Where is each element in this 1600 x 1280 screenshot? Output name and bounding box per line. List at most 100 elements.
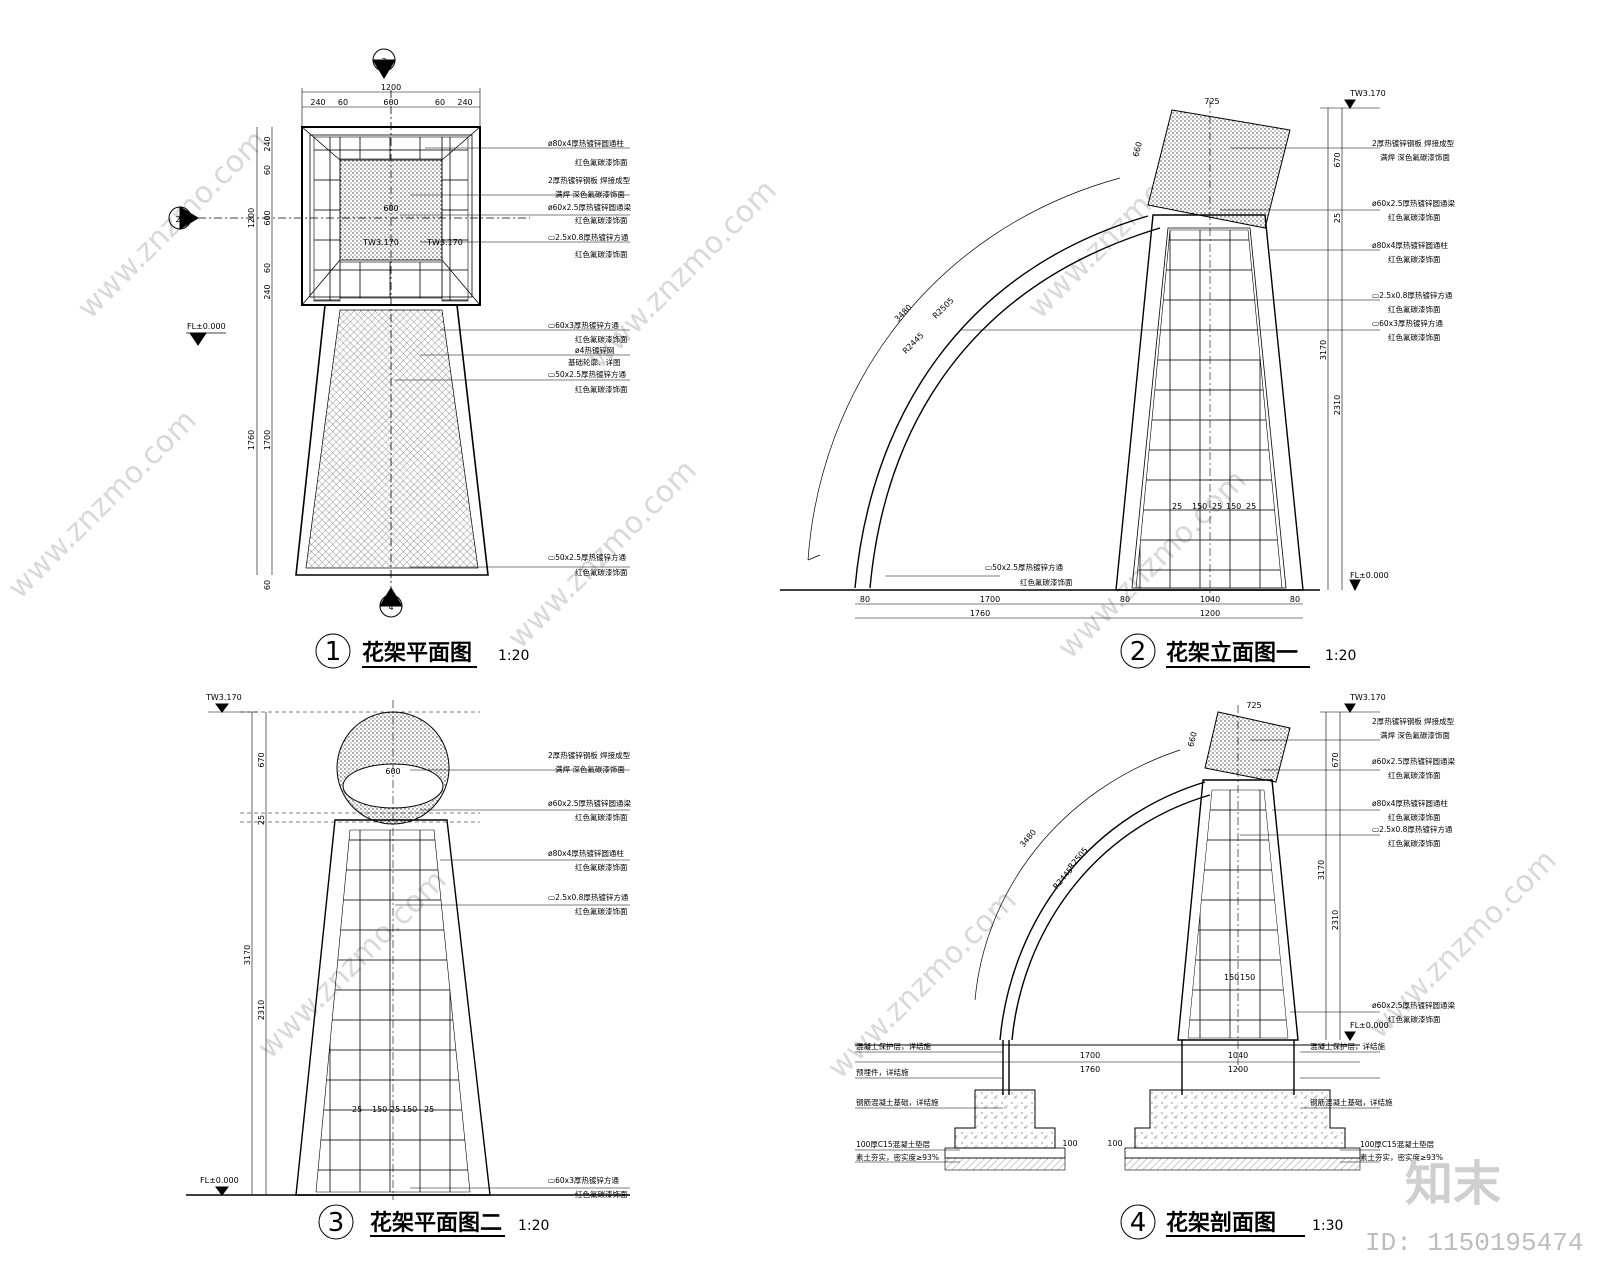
callout: ▭2.5x0.8厚热镀锌方通 bbox=[1372, 824, 1453, 834]
dim: 60 bbox=[263, 580, 272, 590]
dim: 725 bbox=[1204, 97, 1219, 106]
callout: ▭2.5x0.8厚热镀锌方通 bbox=[548, 892, 629, 902]
view-scale: 1:20 bbox=[498, 648, 529, 664]
callout: 素土夯实，密实度≥93% bbox=[856, 1152, 939, 1162]
callout: 红色氟碳漆饰面 bbox=[1388, 812, 1441, 822]
view-section-4 bbox=[855, 703, 1380, 1171]
callout: ▭60x3厚热镀锌方通 bbox=[548, 1175, 619, 1185]
dim: 3170 bbox=[1319, 340, 1328, 360]
callout: ø80x4厚热镀锌圆通柱 bbox=[1372, 240, 1448, 250]
view-plan-1-text: 3 2 4 1200 240 60 600 60 240 240 60 600 … bbox=[175, 57, 631, 612]
callout: 红色氟碳漆饰面 bbox=[575, 215, 628, 225]
view-number: 3 bbox=[328, 1208, 345, 1238]
view-title-1: 1 花架平面图 1:20 bbox=[315, 633, 529, 669]
callout: 满焊 深色氟碳漆饰面 bbox=[555, 764, 625, 774]
dim: 60 bbox=[263, 263, 272, 273]
callout: ▭2.5x0.8厚热镀锌方通 bbox=[548, 232, 629, 242]
callout: ▭60x3厚热镀锌方通 bbox=[1372, 318, 1443, 328]
dim: 25 bbox=[1212, 502, 1222, 511]
view-plan-3 bbox=[186, 700, 630, 1200]
callout: 满焊 深色氟碳漆饰面 bbox=[1380, 152, 1450, 162]
dim: 600 bbox=[385, 767, 400, 776]
section-marker-top: 3 bbox=[381, 57, 386, 66]
dim: 150 bbox=[1224, 973, 1239, 982]
callout: 红色氟碳漆饰面 bbox=[575, 334, 628, 344]
dim: 3170 bbox=[243, 945, 252, 965]
callout: 满焊 深色氟碳漆饰面 bbox=[1380, 730, 1450, 740]
callout: ø80x4厚热镀锌圆通柱 bbox=[548, 138, 624, 148]
dim: 600 bbox=[383, 98, 398, 107]
callout: ▭60x3厚热镀锌方通 bbox=[548, 320, 619, 330]
dim: 725 bbox=[1246, 701, 1261, 710]
callout: 红色氟碳漆饰面 bbox=[1020, 577, 1073, 587]
callout: ø80x4厚热镀锌圆通柱 bbox=[548, 848, 624, 858]
dim: 1760 bbox=[247, 430, 256, 450]
callout: ▭50x2.5厚热镀锌方通 bbox=[985, 562, 1063, 572]
brand-watermark: 知末 ID: 1150195474 bbox=[1365, 1156, 1583, 1258]
callout: ø60x2.5厚热镀锌圆通梁 bbox=[1372, 198, 1455, 208]
view-plan-3-text: TW3.170 FL±0.000 600 670 25 2310 3170 25… bbox=[200, 693, 631, 1199]
dim: 150 bbox=[1192, 502, 1207, 511]
callout: 红色氟碳漆饰面 bbox=[1388, 838, 1441, 848]
callout: 基础轮廓、详图 bbox=[568, 357, 621, 367]
dim: 25 bbox=[257, 815, 266, 825]
level-mark: TW3.170 bbox=[1349, 693, 1386, 702]
callout: ø4热镀锌网 bbox=[575, 345, 614, 355]
callout: 100厚C15混凝土垫层 bbox=[856, 1139, 931, 1149]
view-elevation-2 bbox=[780, 99, 1380, 619]
dim: 2310 bbox=[1331, 910, 1340, 930]
dim: 25 bbox=[390, 1105, 400, 1114]
dim: 240 bbox=[263, 284, 272, 299]
level-mark: TW3.170 bbox=[1349, 89, 1386, 98]
callout: ▭50x2.5厚热镀锌方通 bbox=[548, 369, 626, 379]
view-number: 2 bbox=[1130, 637, 1147, 667]
level-mark: FL±0.000 bbox=[200, 1176, 239, 1185]
callout: 红色氟碳漆饰面 bbox=[575, 157, 628, 167]
dim: 25 bbox=[352, 1105, 362, 1114]
callout: 红色氟碳漆饰面 bbox=[575, 249, 628, 259]
dim: 100 bbox=[1062, 1139, 1077, 1148]
callout: 红色氟碳漆饰面 bbox=[575, 862, 628, 872]
level-mark: TW3.170 bbox=[362, 238, 399, 247]
dim: 1700 bbox=[1080, 1051, 1100, 1060]
dim: 1700 bbox=[980, 595, 1000, 604]
view-title: 花架平面图 bbox=[362, 640, 472, 666]
dim: 3480 bbox=[1018, 828, 1038, 849]
dim: 670 bbox=[257, 752, 266, 767]
callout: 素土夯实，密实度≥93% bbox=[1360, 1152, 1443, 1162]
dim: 660 bbox=[1131, 141, 1144, 158]
level-mark: TW3.170 bbox=[205, 693, 242, 702]
dim: 80 bbox=[1120, 595, 1130, 604]
dim-total: 1200 bbox=[381, 83, 401, 92]
level-mark: TW3.170 bbox=[426, 238, 463, 247]
dim: 1040 bbox=[1200, 595, 1220, 604]
callout: 钢筋混凝土基础，详结施 bbox=[856, 1097, 939, 1107]
dim: 25 bbox=[424, 1105, 434, 1114]
dim: 1040 bbox=[1228, 1051, 1248, 1060]
section-marker-bottom: 4 bbox=[388, 603, 393, 612]
callout: 100厚C15混凝土垫层 bbox=[1360, 1139, 1435, 1149]
dim: 1200 bbox=[1228, 1065, 1248, 1074]
view-title-3: 3 花架平面图二 1:20 bbox=[318, 1204, 549, 1240]
callout: 红色氟碳漆饰面 bbox=[1388, 254, 1441, 264]
callout: ø80x4厚热镀锌圆通柱 bbox=[1372, 798, 1448, 808]
level-mark: FL±0.000 bbox=[187, 322, 226, 331]
view-plan-1 bbox=[168, 48, 630, 618]
callout: ø60x2.5厚热镀锌圆通梁 bbox=[548, 202, 631, 212]
section-marker-left: 2 bbox=[175, 215, 180, 224]
dim: 240 bbox=[263, 136, 272, 151]
dim: 80 bbox=[1290, 595, 1300, 604]
callout: ø60x2.5厚热镀锌圆通梁 bbox=[1372, 756, 1455, 766]
image-id: ID: 1150195474 bbox=[1365, 1228, 1583, 1258]
dim: 80 bbox=[860, 595, 870, 604]
dim: 3480 bbox=[893, 303, 914, 324]
dim: 150 bbox=[1240, 973, 1255, 982]
dim: 670 bbox=[1331, 752, 1340, 767]
callout: 红色氟碳漆饰面 bbox=[1388, 304, 1441, 314]
view-scale: 1:20 bbox=[518, 1218, 549, 1234]
view-title-2: 2 花架立面图一 1:20 bbox=[1120, 633, 1356, 669]
callout: ø60x2.5厚热镀锌圆通梁 bbox=[548, 798, 631, 808]
dim: 660 bbox=[1186, 731, 1199, 748]
dim: 240 bbox=[310, 98, 325, 107]
callout: 混凝土保护层，详结施 bbox=[1310, 1041, 1385, 1051]
